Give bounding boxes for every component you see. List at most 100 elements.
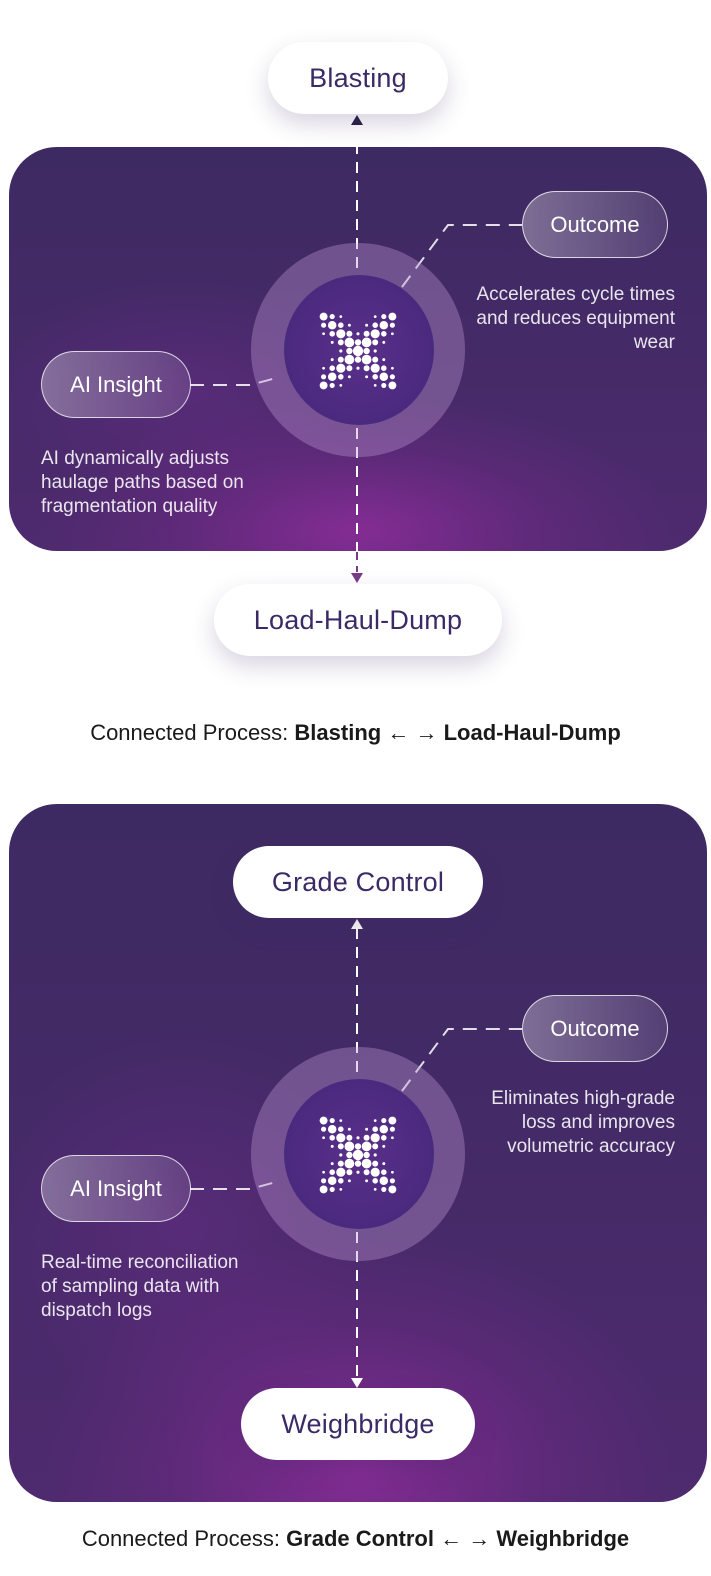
diagram-1-outcome-text: Accelerates cycle times and reduces equi… [476,284,675,353]
logo-dot [321,1178,327,1184]
logo-dot [363,330,370,337]
logo-dot [329,382,335,388]
logo-dot [327,1176,337,1186]
logo-dot [329,365,335,371]
logo-dot [388,1185,397,1194]
logo-dot [322,1136,325,1140]
logo-dot [382,340,386,344]
diagram-2-arrow-up-icon [351,919,363,929]
logo-dot [391,332,394,336]
logo-dot [347,1127,351,1131]
caption-to: Weighbridge [496,1526,630,1551]
logo-dot [388,1116,397,1125]
logo-dot [381,314,387,320]
logo-dot [339,1188,343,1191]
logo-dot [373,1119,377,1122]
diagram-2-node-top[interactable]: Grade Control [233,846,483,918]
logo-dot [330,1144,334,1148]
diagram-2-caption: Connected Process: Grade Control ← → Wei… [0,1526,711,1552]
logo-dot [344,354,355,365]
logo-dot [346,347,353,355]
logo-dot [391,1170,394,1174]
logo-dot [363,1151,370,1159]
diagram-1-insight-connector [190,376,281,386]
logo-dot [339,1119,343,1122]
logo-dot [344,1158,355,1169]
logo-dot [339,315,343,318]
logo-dot [372,1160,379,1167]
logo-dot [322,366,325,370]
logo-dot [319,312,328,321]
diagram-2-arrow-down-icon [351,1378,363,1388]
logo-dot [347,323,351,327]
logo-dot [365,1127,369,1131]
logo-dot [363,1134,370,1141]
logo-dot [389,374,395,380]
logo-dot [338,1126,344,1132]
diagram-1-outcome-pill: Outcome [522,191,668,258]
logo-dot [365,323,369,327]
logo-dot [381,1186,387,1192]
logo-dot [381,331,387,337]
logo-dot [365,1179,369,1183]
diagram-1-node-top[interactable]: Blasting [268,42,448,114]
logo-dot [379,320,389,330]
logo-dot [337,1160,344,1167]
diagram-2-insight-pill: AI Insight [41,1155,191,1222]
logo-dot [372,356,379,363]
caption-from: Blasting [294,720,382,745]
diagram-2-node-bottom[interactable]: Weighbridge [241,1388,475,1460]
logo-dot [346,1169,353,1176]
logo-dot [363,347,370,355]
logo-dot [346,365,353,372]
diagram-1-arrow-down-icon [351,573,363,583]
diagram-2-x-dots-logo-icon [319,1116,397,1194]
caption-from: Grade Control [286,1526,434,1551]
logo-dot [356,1170,360,1174]
logo-dot [352,345,364,357]
logo-dot [363,365,370,372]
logo-dot [382,1144,386,1148]
logo-dot [338,374,344,380]
logo-dot [337,1143,344,1150]
logo-dot [336,1167,346,1177]
logo-dot [336,329,346,339]
logo-dot [365,375,369,379]
logo-dot [388,312,397,321]
logo-dot [379,1176,389,1186]
logo-dot [322,1170,325,1174]
diagram-2-insight-text: Real-time reconciliation of sampling dat… [41,1252,239,1321]
logo-dot [337,356,344,363]
logo-dot [391,1136,394,1140]
logo-dot [322,332,325,336]
logo-dot [373,349,377,353]
logo-dot [361,337,372,348]
logo-dot [319,1116,328,1125]
logo-dot [329,1169,335,1175]
diagram-1-node-bottom[interactable]: Load-Haul-Dump [214,584,502,656]
logo-dot [352,1149,364,1161]
logo-dot [372,1143,379,1150]
logo-dot [337,339,344,346]
logo-dot [346,330,353,337]
diagram-1-insight-text: AI dynamically adjusts haulage paths bas… [41,448,244,517]
logo-dot [354,1143,362,1150]
logo-dot [382,358,386,362]
logo-dot [381,1169,387,1175]
logo-dot [344,337,355,348]
diagram-2-outcome-pill: Outcome [522,995,668,1062]
logo-dot [379,372,389,382]
logo-dot [329,331,335,337]
logo-dot [321,374,327,380]
logo-dot [389,1126,395,1132]
logo-dot [338,1178,344,1184]
logo-dot [321,1126,327,1132]
logo-dot [344,1141,355,1152]
logo-dot [372,374,378,380]
logo-dot [372,1178,378,1184]
logo-dot [338,322,344,328]
logo-dot [379,1124,389,1134]
logo-dot [363,1169,370,1176]
logo-dot [327,372,337,382]
